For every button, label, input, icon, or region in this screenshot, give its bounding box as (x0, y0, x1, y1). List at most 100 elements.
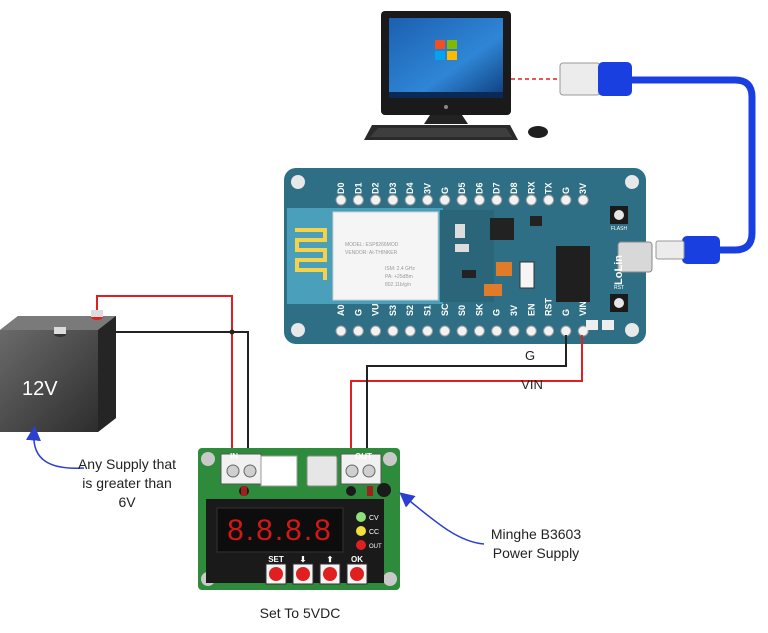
pin-label: G (561, 187, 571, 194)
pin-label: S3 (388, 305, 398, 316)
pin-hole (508, 194, 520, 206)
svg-text:802.11b/g/n: 802.11b/g/n (385, 282, 411, 288)
rst-label: RST (614, 285, 624, 291)
pin-hole (387, 325, 399, 337)
psu-button-row (265, 563, 368, 585)
pin-hole (456, 325, 468, 337)
heatsink (260, 455, 298, 487)
pin-label: D8 (509, 182, 519, 194)
segment-display (216, 507, 344, 553)
psu-display-digits: 8.8.8.8 (227, 514, 333, 547)
psu-name-callout: Minghe B3603 Power Supply (490, 526, 582, 561)
usb-serial-chip (556, 246, 590, 302)
pin-hole (335, 194, 347, 206)
pin-label: RX (526, 181, 536, 194)
pin-hole (370, 325, 382, 337)
pin-hole (370, 194, 382, 206)
pin-hole (439, 194, 451, 206)
pin-hole (335, 325, 347, 337)
pin-label: S1 (423, 305, 433, 316)
battery-label: 12V (22, 378, 58, 400)
cv-led-label: CV (369, 515, 379, 522)
pin-hole (525, 325, 537, 337)
board-brand: LoLin (613, 255, 625, 285)
pin-label: VIN (578, 301, 588, 316)
pin-label: 3V (509, 305, 519, 316)
out-led-label: OUT (369, 544, 382, 550)
svg-text:MODEL: ESP8266MOD: MODEL: ESP8266MOD (345, 242, 399, 248)
set-button (269, 567, 283, 581)
windows-logo-icon (435, 40, 457, 60)
svg-text:VENDOR: AI-THINKER: VENDOR: AI-THINKER (345, 250, 398, 256)
pin-label: EN (526, 303, 536, 316)
cc-led-label: CC (369, 529, 379, 536)
usb-cable (559, 62, 756, 264)
set-button-label: SET (268, 555, 284, 564)
pin-hole (577, 325, 589, 337)
pin-hole (387, 194, 399, 206)
ok-button (350, 567, 364, 581)
pin-label: D5 (457, 182, 467, 194)
pin-label: D2 (371, 182, 381, 194)
esp8266-module (332, 211, 439, 301)
pin-hole (422, 194, 433, 206)
mouse (528, 126, 548, 138)
pin-hole (543, 194, 555, 206)
cv-led (356, 512, 366, 522)
pin-hole (352, 194, 364, 206)
pin-label: G (440, 187, 450, 194)
ok-button-label: OK (351, 555, 363, 564)
pin-hole (404, 194, 416, 206)
pin-hole (543, 325, 555, 337)
pin-hole (491, 194, 503, 206)
battery (0, 310, 116, 432)
pin-hole (352, 325, 364, 337)
pin-hole (439, 325, 451, 337)
mount-hole (377, 483, 391, 497)
pin-label: G (561, 309, 571, 316)
wire-g-label: G (525, 348, 535, 363)
svg-text:PA: +25dBm: PA: +25dBm (385, 274, 413, 280)
pin-label: A0 (336, 304, 346, 316)
psu-out-label: OUT (355, 452, 372, 461)
pin-label: D6 (474, 182, 484, 194)
pin-label: D1 (353, 182, 363, 194)
wires (60, 295, 583, 470)
pin-label: VU (371, 303, 381, 316)
svg-text:ISM: 2.4 GHz: ISM: 2.4 GHz (385, 266, 416, 272)
pin-label: SC (440, 303, 450, 316)
psu-in-label: IN (230, 452, 238, 461)
down-button (296, 567, 310, 581)
pin-label: 3V (423, 183, 433, 194)
pin-hole (560, 194, 572, 206)
up-button (323, 567, 337, 581)
pin-label: S2 (405, 305, 415, 316)
micro-usb-port (617, 241, 653, 273)
esp-module-text: MODEL: ESP8266MOD VENDOR: AI-THINKER ISM… (345, 242, 416, 288)
pin-label: SK (474, 303, 484, 316)
pin-hole (508, 325, 520, 337)
up-button-label: ⬆ (327, 555, 334, 564)
pin-label: 3V (578, 183, 588, 194)
keyboard (364, 125, 518, 140)
pin-hole (577, 194, 589, 206)
computer-monitor (381, 11, 511, 124)
wire-vin-label: VIN (521, 377, 543, 392)
arrow-to-psu (399, 492, 485, 545)
pin-label: G (492, 309, 502, 316)
pin-label: RST (544, 297, 554, 316)
arrow-to-battery (25, 425, 85, 469)
pin-hole (422, 325, 433, 337)
pin-label: G (353, 309, 363, 316)
b3603-power-supply (198, 448, 400, 590)
out-led (356, 540, 366, 550)
cc-led (356, 526, 366, 536)
psu-footer-note: Set To 5VDC (259, 605, 341, 621)
pin-hole (525, 194, 537, 206)
pin-label: D3 (388, 182, 398, 194)
pin-label: TX (544, 182, 554, 194)
